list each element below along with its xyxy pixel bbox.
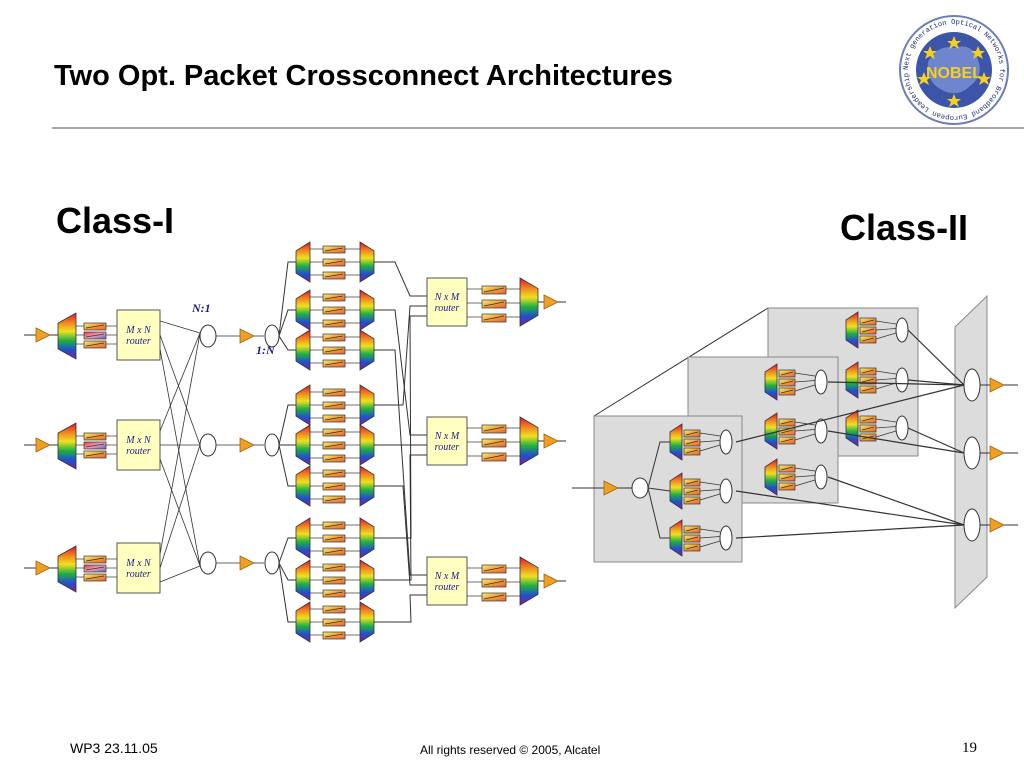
wavelength-mux-icon <box>764 458 778 496</box>
wavelength-mux-icon <box>57 312 77 360</box>
footer-copyright: All rights reserved © 2005, Alcatel <box>420 743 601 757</box>
wavelength-mux-icon <box>295 241 311 283</box>
wavelength-mux-icon <box>295 424 311 466</box>
router-label: router <box>435 303 460 314</box>
wavelength-mux-icon <box>845 361 859 399</box>
wavelength-mux-icon <box>669 423 683 461</box>
wavelength-mux-icon <box>295 601 311 643</box>
router-size-label: M x N <box>125 558 152 569</box>
logo-stars <box>917 36 991 107</box>
amplifier-icon <box>35 327 51 343</box>
wavelength-mux-icon <box>669 519 683 557</box>
router-label: router <box>126 446 151 457</box>
class-i-label: Class-I <box>56 200 175 241</box>
coupler-icon <box>963 368 981 402</box>
amplifier-icon <box>989 517 1005 533</box>
wavelength-mux-icon <box>295 289 311 331</box>
coupler-icon <box>814 369 828 395</box>
coupler-icon <box>199 324 217 348</box>
coupler-icon <box>719 478 733 504</box>
wavelength-mux-icon <box>359 384 375 426</box>
class-ii-diagram <box>572 294 1018 610</box>
wavelength-mux-icon <box>359 241 375 283</box>
coupler-icon <box>199 433 217 457</box>
coupler-icon <box>631 477 649 499</box>
wavelength-mux-icon <box>57 545 77 593</box>
coupler-icon <box>264 433 280 457</box>
router-label: router <box>435 442 460 453</box>
wavelength-mux-icon <box>519 277 539 327</box>
coupler-icon <box>814 464 828 490</box>
coupler-icon <box>719 525 733 551</box>
amplifier-icon <box>239 555 255 571</box>
amplifier-icon <box>35 560 51 576</box>
coupler-icon <box>264 551 280 575</box>
amplifier-icon <box>239 437 255 453</box>
wavelength-mux-icon <box>295 517 311 559</box>
router-size-label: N x M <box>434 571 460 582</box>
wavelength-mux-icon <box>295 384 311 426</box>
coupler-icon <box>895 367 909 393</box>
page-number: 19 <box>962 740 977 756</box>
wavelength-mux-icon <box>295 559 311 601</box>
router-size-label: N x M <box>434 292 460 303</box>
wavelength-mux-icon <box>359 559 375 601</box>
router-label: router <box>126 336 151 347</box>
coupler-icon <box>895 317 909 343</box>
wavelength-mux-icon <box>359 424 375 466</box>
wavelength-mux-icon <box>57 422 77 470</box>
nobel-logo: NOBEL Next generation Optical Networks f… <box>899 15 1009 125</box>
wavelength-mux-icon <box>359 601 375 643</box>
slide-title: Two Opt. Packet Crossconnect Architectur… <box>54 60 673 92</box>
wavelength-mux-icon <box>519 556 539 606</box>
amplifier-icon <box>603 480 619 496</box>
logo-wordmark: NOBEL <box>926 65 982 82</box>
wavelength-mux-icon <box>295 465 311 507</box>
amplifier-icon <box>543 294 559 310</box>
router-size-label: N x M <box>434 431 460 442</box>
title-divider <box>52 127 1024 129</box>
amplifier-icon <box>989 445 1005 461</box>
amplifier-icon <box>239 328 255 344</box>
wavelength-mux-icon <box>359 517 375 559</box>
coupler-icon <box>963 436 981 470</box>
wavelength-mux-icon <box>359 465 375 507</box>
coupler-icon <box>963 508 981 542</box>
amplifier-icon <box>35 437 51 453</box>
amplifier-icon <box>543 433 559 449</box>
wavelength-mux-icon <box>845 311 859 349</box>
router-size-label: M x N <box>125 435 152 446</box>
wavelength-mux-icon <box>764 363 778 401</box>
wavelength-mux-icon <box>359 289 375 331</box>
footer-workpackage-date: WP3 23.11.05 <box>70 740 158 756</box>
coupler-icon <box>199 551 217 575</box>
n1-label: N:1 <box>191 301 211 315</box>
wavelength-mux-icon <box>295 329 311 371</box>
amplifier-icon <box>989 377 1005 393</box>
wavelength-mux-icon <box>669 472 683 510</box>
coupler-icon <box>814 418 828 444</box>
coupler-icon <box>895 415 909 441</box>
coupler-icon <box>719 429 733 455</box>
one-to-n-label: 1:N <box>256 343 276 357</box>
router-label: router <box>126 569 151 580</box>
wavelength-mux-icon <box>519 416 539 466</box>
class-ii-label: Class-II <box>840 207 969 248</box>
amplifier-icon <box>543 573 559 589</box>
router-size-label: M x N <box>125 325 152 336</box>
router-label: router <box>435 582 460 593</box>
wavelength-mux-icon <box>359 329 375 371</box>
